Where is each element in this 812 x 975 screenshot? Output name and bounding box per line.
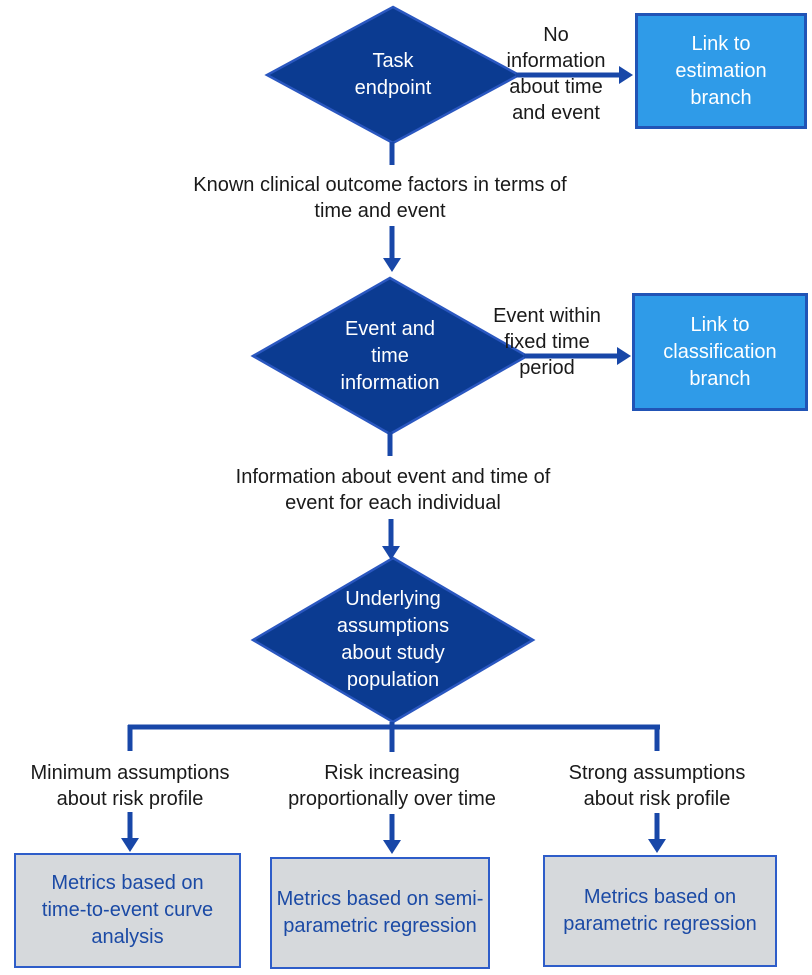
metrics-semiparametric-regression-box: Metrics based on semi- parametric regres… bbox=[270, 857, 490, 969]
arrowhead-to-semiparametric-metrics bbox=[383, 840, 401, 854]
event-time-information-label: Event and time information bbox=[340, 317, 440, 394]
arrowhead-to-estimation bbox=[619, 66, 633, 84]
link-to-classification-branch-box: Link to classification branch bbox=[632, 293, 808, 411]
strong-assumptions-label: Strong assumptions about risk profile bbox=[568, 762, 746, 810]
risk-increasing-label: Risk increasing proportionally over time bbox=[288, 762, 496, 810]
underlying-assumptions-label: Underlying assumptions about study popul… bbox=[336, 588, 450, 691]
arrowhead-to-classification bbox=[617, 347, 631, 365]
arrowhead-to-parametric-metrics bbox=[648, 839, 666, 853]
arrowhead-to-assumptions bbox=[382, 546, 400, 560]
link-to-estimation-branch-box: Link to estimation branch bbox=[635, 13, 807, 129]
arrowhead-to-event-time bbox=[383, 258, 401, 272]
arrowhead-to-curve-metrics bbox=[121, 838, 139, 852]
known-clinical-outcome-label: Known clinical outcome factors in terms … bbox=[193, 174, 567, 222]
no-information-condition-label: No information about time and event bbox=[506, 24, 606, 124]
metrics-parametric-regression-box: Metrics based on parametric regression bbox=[543, 855, 777, 967]
event-within-fixed-time-condition-label: Event within fixed time period bbox=[493, 305, 601, 379]
metrics-time-to-event-curve-box: Metrics based on time-to-event curve ana… bbox=[14, 853, 241, 968]
information-about-event-label: Information about event and time of even… bbox=[235, 466, 551, 514]
task-endpoint-label: Task endpoint bbox=[354, 50, 432, 99]
minimum-assumptions-label: Minimum assumptions about risk profile bbox=[30, 762, 230, 810]
